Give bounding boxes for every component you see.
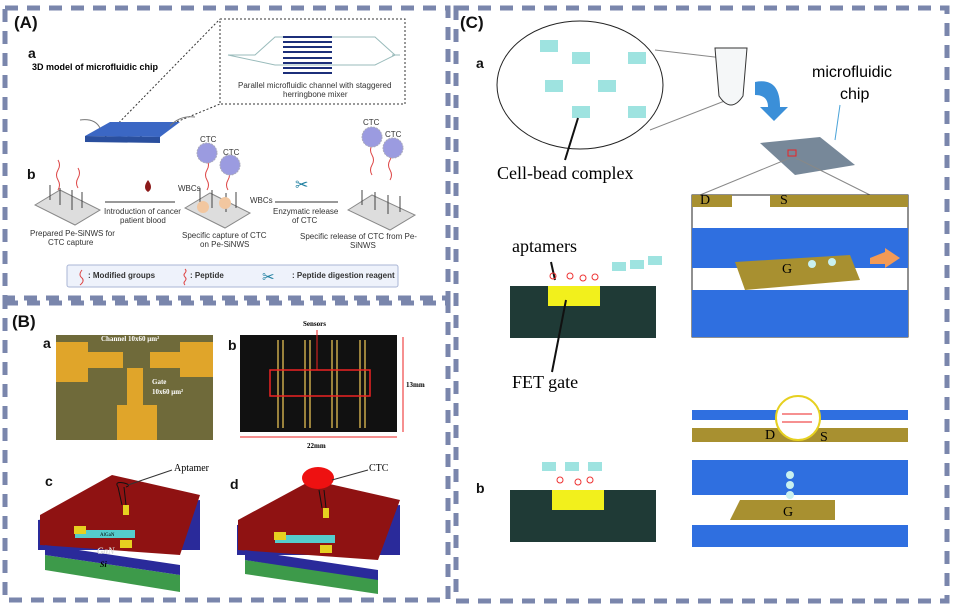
legend-modified-groups: : Modified groups xyxy=(88,271,156,280)
fet-device-b xyxy=(510,462,656,542)
gate-label: Gate xyxy=(152,378,167,386)
hemt-device-d xyxy=(237,467,400,594)
svg-text:✂: ✂ xyxy=(262,269,275,286)
arrow2-caption: Enzymatic release xyxy=(273,207,339,216)
source-label-b: S xyxy=(820,430,828,445)
channel-3d-a xyxy=(691,194,909,338)
inset-caption-1: Parallel microfluidic channel with stagg… xyxy=(238,81,392,90)
cell-bead-complex-label: Cell-bead complex xyxy=(497,163,634,183)
panel-c-border xyxy=(453,5,950,604)
ctc-label: CTC xyxy=(223,148,240,157)
panel-b-border xyxy=(2,300,451,603)
microfluidic-chip-label-2: chip xyxy=(840,86,870,103)
panel-b-sub-c: c xyxy=(45,473,53,489)
layer-gan: GaN xyxy=(97,546,115,556)
panel-c-sub-b: b xyxy=(476,480,485,496)
channel-label: Channel 10x60 μm² xyxy=(101,335,160,343)
fet-gate-label: FET gate xyxy=(512,372,579,392)
inset-box xyxy=(219,18,406,105)
microfluidic-chip-image xyxy=(760,137,855,175)
gate-label-c: G xyxy=(782,262,793,277)
panel-b-sub-b: b xyxy=(228,337,237,353)
aptamers-label: aptamers xyxy=(512,236,577,256)
panel-c-label: (C) xyxy=(460,13,484,32)
height-label: 13mm xyxy=(406,381,425,389)
fet-device-a xyxy=(510,256,662,373)
channel-3d-b xyxy=(692,395,908,547)
legend-box xyxy=(66,264,399,288)
wbcs-label: WBCs xyxy=(250,196,273,205)
sensor-photo-b xyxy=(240,335,397,432)
panel-b-sub-a: a xyxy=(43,335,51,351)
inset-caption-2: herringbone mixer xyxy=(283,90,348,99)
source-label: S xyxy=(780,193,788,208)
herringbone-channels xyxy=(227,36,400,74)
scissors-icon: ✂ xyxy=(295,177,308,194)
wbcs-label: WBCs xyxy=(178,184,201,193)
ctc-label: CTC xyxy=(385,130,402,139)
hemt-device-c xyxy=(38,469,200,592)
panel-a-border xyxy=(2,5,451,301)
panel-b-label: (B) xyxy=(12,312,36,331)
arrow2-caption: of CTC xyxy=(292,216,318,225)
aptamer-label: Aptamer xyxy=(174,463,209,474)
width-label: 22mm xyxy=(307,442,326,450)
panel-b-sub-d: d xyxy=(230,476,239,492)
gate-size-label: 10x60 μm² xyxy=(152,388,184,396)
blood-drop-icon xyxy=(145,180,151,192)
step3-caption: SiNWS xyxy=(350,241,376,250)
step2-caption: on Pe-SiNWS xyxy=(200,240,250,249)
gate-label-c-b: G xyxy=(783,505,794,520)
legend-digestion-reagent: : Peptide digestion reagent xyxy=(292,271,395,280)
panel-a-label: (A) xyxy=(14,13,38,32)
arrow1-caption: patient blood xyxy=(120,216,166,225)
curved-arrow-icon xyxy=(755,81,788,121)
panel-c-sub-a: a xyxy=(476,55,484,71)
panel-a-sub-a: a xyxy=(28,45,36,61)
step3-caption: Specific release of CTC from Pe- xyxy=(300,232,417,241)
signal-magnifier xyxy=(775,395,821,441)
layer-algan: AlGaN xyxy=(100,533,115,538)
tube-icon xyxy=(714,47,748,106)
ctc-label: CTC xyxy=(363,118,380,127)
step1-caption: Prepared Pe-SiNWS for xyxy=(30,229,115,238)
ctc-label: CTC xyxy=(200,135,217,144)
arrow1-caption: Introduction of cancer xyxy=(104,207,181,216)
drain-label-b: D xyxy=(765,428,776,443)
microfluidic-chip-label: microfluidic xyxy=(812,64,893,81)
legend-peptide: : Peptide xyxy=(190,271,224,280)
cell-bead-zoom-ellipse xyxy=(496,20,664,150)
layer-si: Si xyxy=(100,560,107,569)
ctc-label-b: CTC xyxy=(369,463,389,474)
microfluidic-chip-3d xyxy=(79,116,196,143)
ctc-cells xyxy=(196,126,404,176)
panel-a-sub-b: b xyxy=(27,166,36,182)
nanowire-substrates xyxy=(33,189,417,231)
chip-title: 3D model of microfluidic chip xyxy=(32,62,159,72)
sensors-label: Sensors xyxy=(303,320,326,328)
step1-caption: CTC capture xyxy=(48,238,94,247)
drain-label: D xyxy=(700,193,711,208)
step2-caption: Specific capture of CTC xyxy=(182,231,267,240)
